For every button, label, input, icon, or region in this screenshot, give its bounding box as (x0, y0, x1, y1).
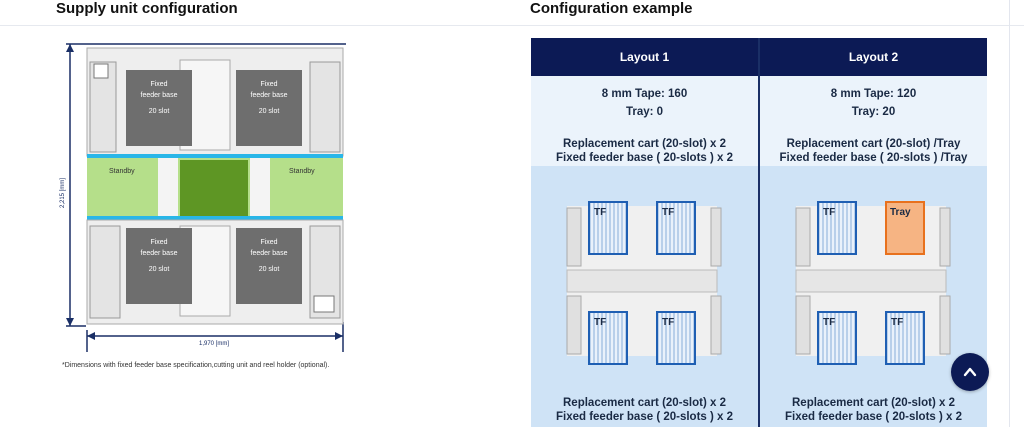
layout-2-slot-4 (885, 311, 925, 365)
layout-2-tape: 8 mm Tape: 120 (830, 88, 917, 100)
fixed-feeder-base-top-right (236, 70, 302, 146)
layout-2-tray: Tray: 20 (851, 106, 896, 118)
layout-2-top-caption-1: Replacement cart (20-slot) /Tray (786, 138, 961, 150)
layout-1-header: Layout 1 (531, 38, 758, 76)
layout-1-slot-4 (656, 311, 696, 365)
svg-text:feeder base: feeder base (251, 250, 288, 257)
layout-2-header: Layout 2 (760, 38, 987, 76)
layout-2-bottom-caption-1: Replacement cart (20-slot) x 2 (792, 397, 955, 409)
layout-1-column: Layout 1 8 mm Tape: 160 Tray: 0 Replacem… (531, 38, 758, 427)
svg-text:feeder base: feeder base (141, 92, 178, 99)
svg-text:20 slot: 20 slot (149, 108, 170, 115)
svg-text:TF: TF (594, 317, 606, 328)
fixed-feeder-base-bottom-left (126, 228, 192, 304)
supply-unit-diagram: 2,215 [mm] 1,970 [mm] Fixed feeder base … (60, 43, 346, 352)
layout-1-top-caption-2: Fixed feeder base ( 20-slots ) x 2 (555, 152, 734, 164)
standby-right-label: Standby (289, 168, 315, 175)
layout-1-top-caption-1: Replacement cart (20-slot) x 2 (563, 138, 726, 150)
layout-1-slot-1 (588, 201, 628, 255)
layout-2-top-caption-2: Fixed feeder base ( 20-slots ) /Tray (779, 152, 968, 164)
fixed-feeder-base-bottom-right (236, 228, 302, 304)
width-dimension-label: 1,970 [mm] (199, 341, 229, 347)
scroll-to-top-button[interactable] (951, 353, 989, 391)
svg-text:TF: TF (594, 207, 606, 218)
configuration-table: Layout 1 8 mm Tape: 160 Tray: 0 Replacem… (531, 38, 988, 427)
layout-1-bottom-caption-2: Fixed feeder base ( 20-slots ) x 2 (555, 411, 734, 423)
height-dimension-label: 2,215 [mm] (60, 178, 66, 208)
svg-text:20 slot: 20 slot (259, 266, 280, 273)
supply-unit-title: Supply unit configuration (56, 0, 238, 17)
svg-text:20 slot: 20 slot (259, 108, 280, 115)
svg-text:Fixed: Fixed (260, 239, 277, 246)
layout-1-cart-diagram: TF TF TF TF (566, 201, 722, 365)
layout-1-slot-3 (588, 311, 628, 365)
layout-2-cart-diagram: TF Tray TF TF (795, 201, 951, 365)
svg-text:feeder base: feeder base (141, 250, 178, 257)
layout-2-tray-slot (885, 201, 925, 255)
svg-text:20 slot: 20 slot (149, 266, 170, 273)
page-edge-line (1009, 0, 1010, 427)
layout-2-slot-1 (817, 201, 857, 255)
svg-text:TF: TF (891, 317, 903, 328)
svg-text:Fixed: Fixed (150, 239, 167, 246)
layout-1-tape: 8 mm Tape: 160 (601, 88, 688, 100)
layout-1-bottom-caption-1: Replacement cart (20-slot) x 2 (563, 397, 726, 409)
svg-text:TF: TF (823, 317, 835, 328)
fixed-feeder-base-top-left (126, 70, 192, 146)
layout-2-column: Layout 2 8 mm Tape: 120 Tray: 20 Replace… (760, 38, 987, 427)
work-area (180, 160, 248, 216)
configuration-example-title: Configuration example (530, 0, 693, 17)
layout-2-slot-3 (817, 311, 857, 365)
header-divider (0, 25, 1024, 26)
svg-text:TF: TF (662, 207, 674, 218)
dimensions-footnote: *Dimensions with fixed feeder base speci… (62, 362, 330, 369)
svg-text:Fixed: Fixed (260, 81, 277, 88)
svg-text:feeder base: feeder base (251, 92, 288, 99)
layout-1-slot-2 (656, 201, 696, 255)
svg-text:TF: TF (662, 317, 674, 328)
svg-text:Tray: Tray (890, 207, 911, 218)
svg-text:TF: TF (823, 207, 835, 218)
chevron-up-icon (963, 367, 977, 377)
layout-2-bottom-caption-2: Fixed feeder base ( 20-slots ) x 2 (784, 411, 963, 423)
svg-text:Fixed: Fixed (150, 81, 167, 88)
layout-1-tray: Tray: 0 (625, 106, 664, 118)
standby-left-label: Standby (109, 168, 135, 175)
